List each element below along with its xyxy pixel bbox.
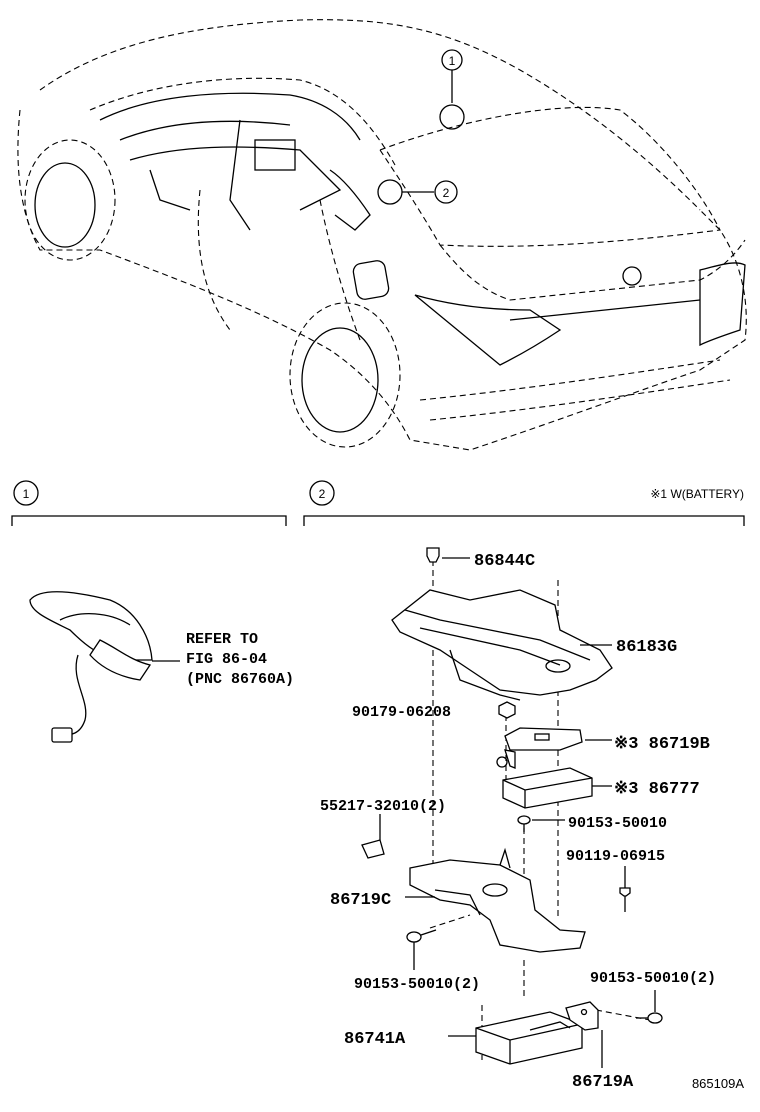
section-2-note: ※1 W(BATTERY) — [650, 487, 744, 501]
refer-line-1: REFER TO — [186, 631, 258, 648]
label-90179-06208: 90179-06208 — [352, 704, 451, 721]
label-86741A: 86741A — [344, 1030, 406, 1049]
label-55217-32010: 55217-32010(2) — [320, 798, 446, 815]
bracket-86719B — [496, 727, 612, 769]
module-86777 — [502, 767, 612, 809]
label-86719C: 86719C — [330, 891, 391, 910]
callout-1-group: 1 — [439, 49, 465, 130]
bolt-90153-50010-right — [636, 990, 663, 1024]
refer-line-2: FIG 86-04 — [186, 651, 267, 668]
label-86777: ※3 86777 — [614, 780, 700, 799]
label-86719B: ※3 86719B — [614, 735, 710, 754]
callout-2-number: 2 — [443, 186, 450, 200]
label-86844C: 86844C — [474, 552, 535, 571]
bolt-90153-50010-left — [406, 929, 437, 970]
figure-code: 865109A — [692, 1076, 744, 1091]
nut-90179-06208 — [498, 701, 516, 719]
module-location-marker — [377, 179, 403, 205]
bracket-86719C — [405, 847, 586, 953]
callout-1-number: 1 — [449, 54, 456, 68]
clip-86844C — [426, 547, 470, 563]
cover-86183G — [391, 589, 613, 701]
callout-2-circle — [434, 180, 458, 204]
module-86741A — [448, 1011, 583, 1065]
label-90153-50010-2-left: 90153-50010(2) — [354, 976, 480, 993]
label-86183G: 86183G — [616, 638, 677, 657]
refer-line-3: (PNC 86760A) — [186, 671, 294, 688]
section-1-number: 1 — [23, 487, 30, 501]
section-1-header: 1 — [11, 480, 287, 526]
bolt-90119-06915 — [619, 866, 631, 912]
clip-55217-32010 — [361, 814, 385, 859]
shark-fin-antenna — [29, 591, 180, 743]
car-illustration — [17, 19, 747, 451]
section-2-header: 2 ※1 W(BATTERY) — [303, 480, 745, 526]
bracket-86719A — [565, 1001, 603, 1068]
label-86719A: 86719A — [572, 1073, 634, 1092]
label-90153-50010: 90153-50010 — [568, 815, 667, 832]
antenna-location-marker — [439, 104, 465, 130]
label-90119-06915: 90119-06915 — [566, 848, 665, 865]
section-2-number: 2 — [319, 487, 326, 501]
bolt-90153-50010 — [517, 815, 565, 832]
label-90153-50010-2-right: 90153-50010(2) — [590, 970, 716, 987]
callout-2-group: 2 — [377, 179, 458, 205]
